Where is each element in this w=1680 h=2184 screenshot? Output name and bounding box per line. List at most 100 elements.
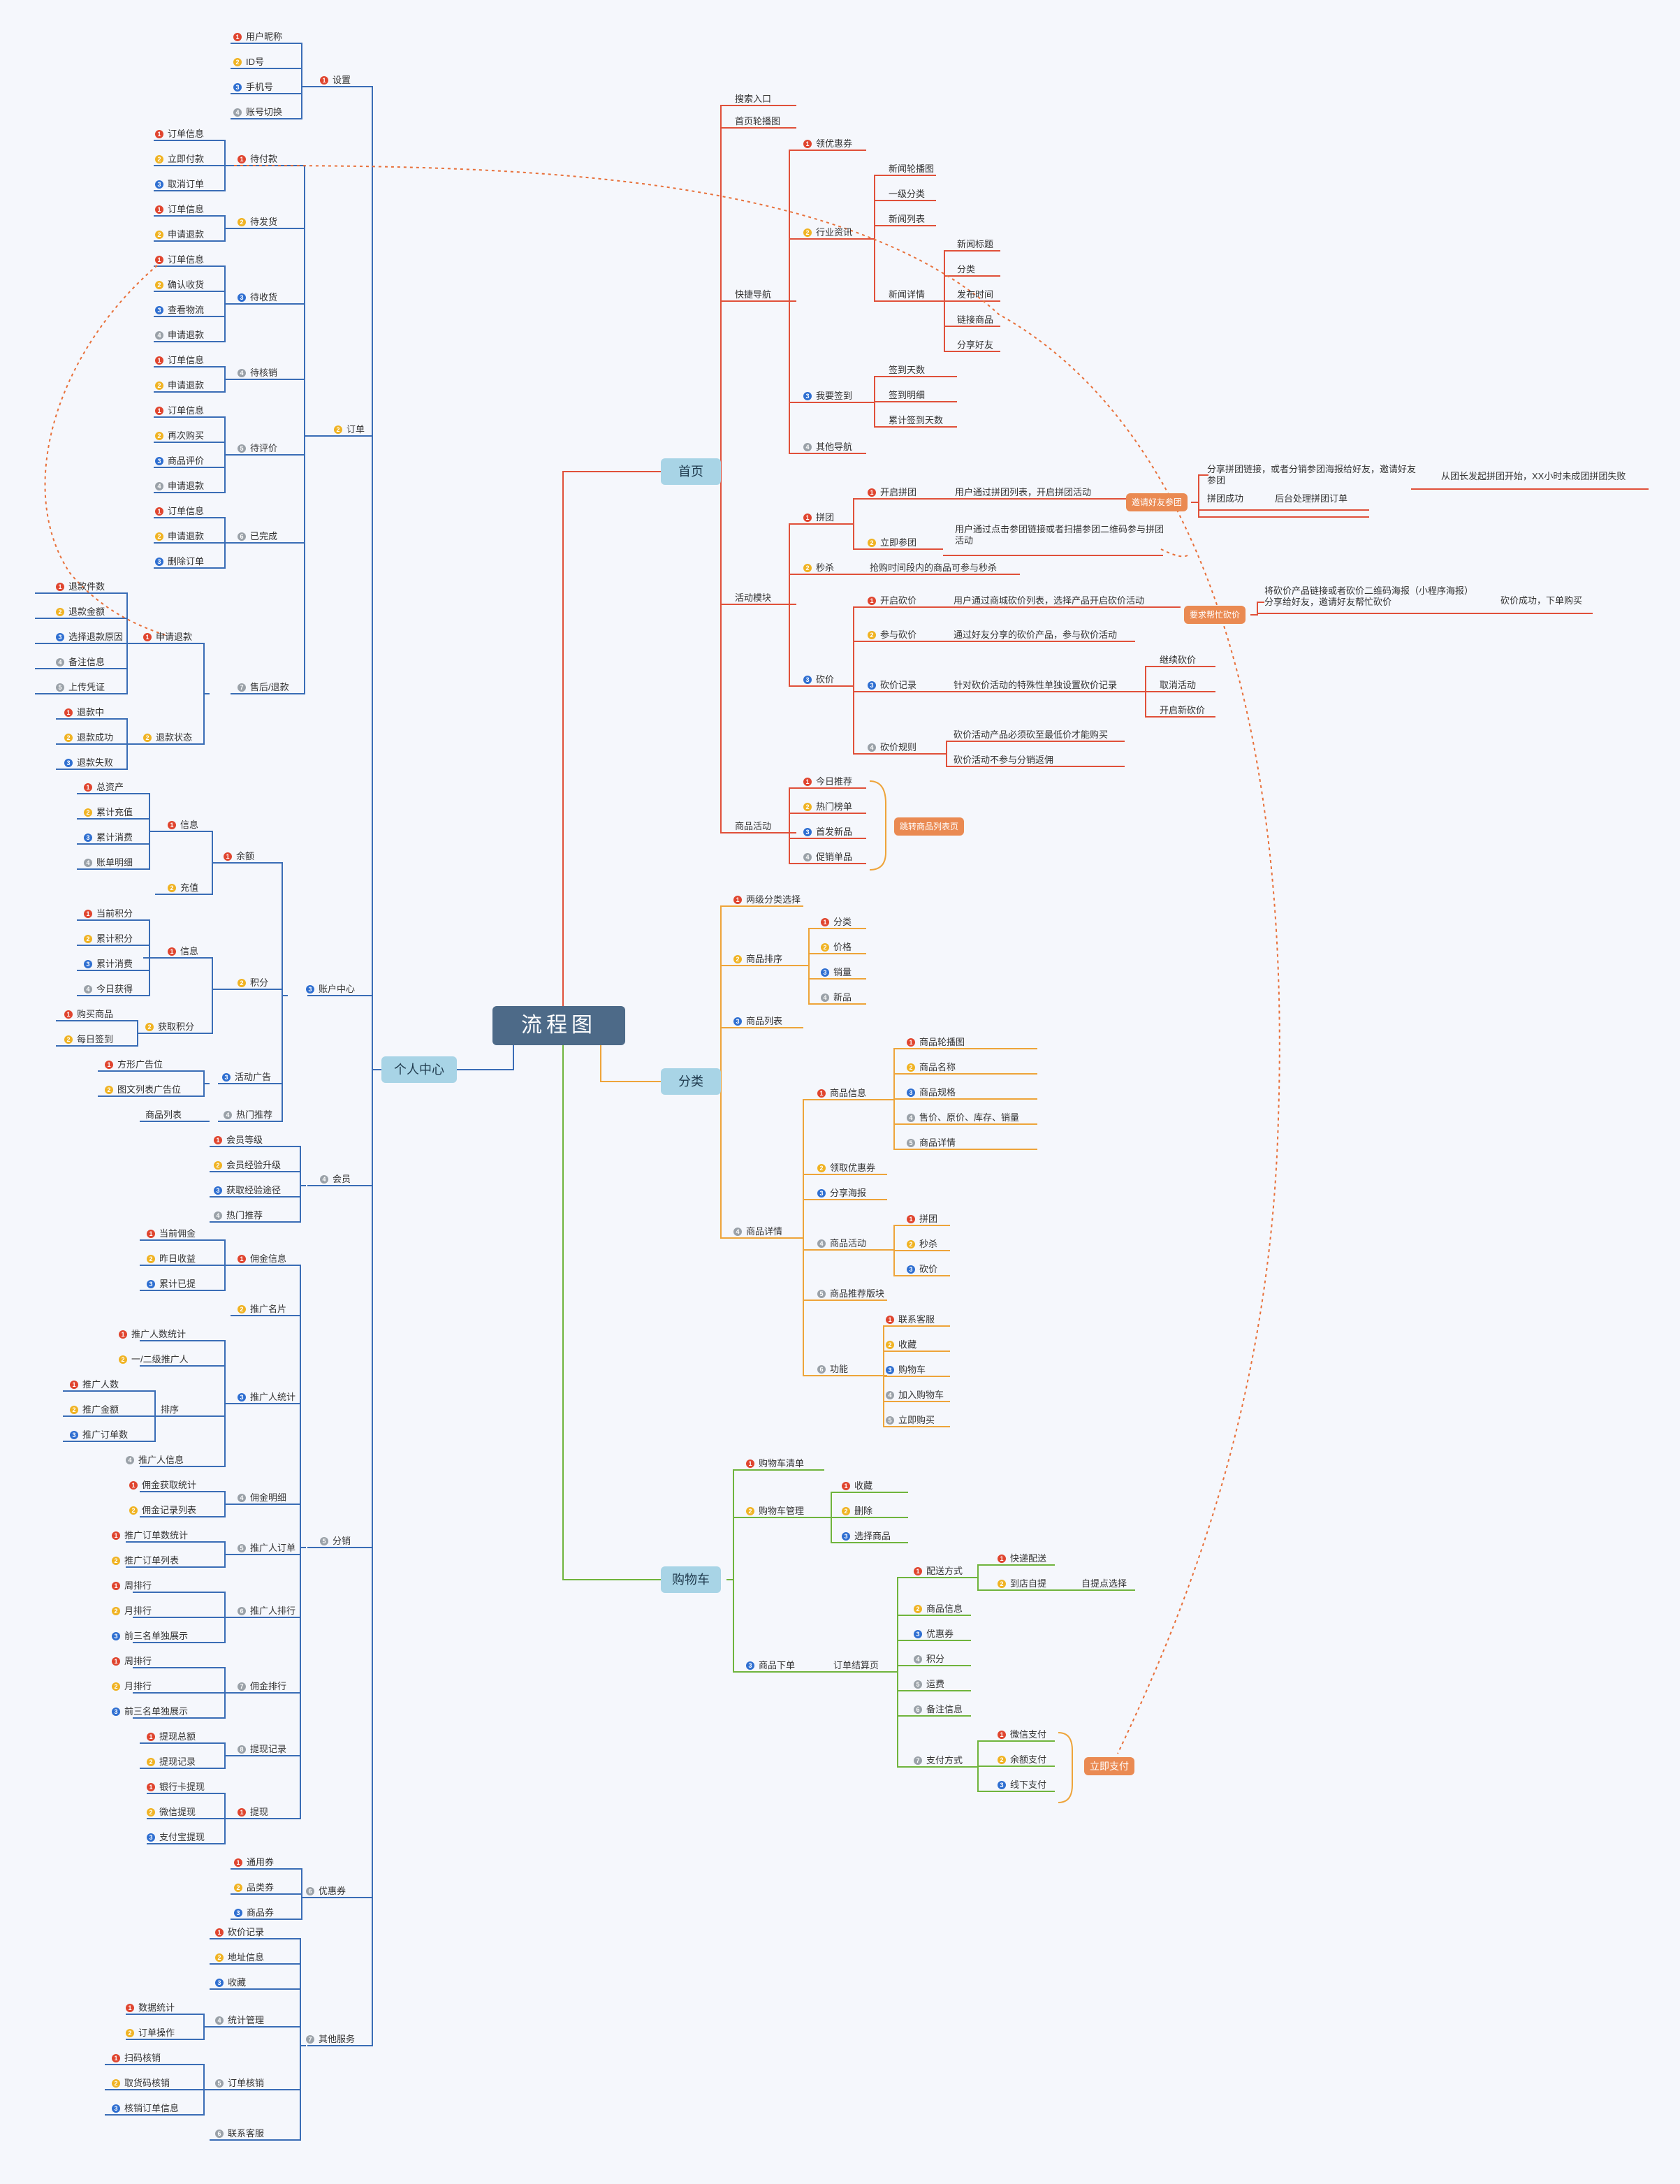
home-publish_time[interactable]: 发布时间 — [957, 289, 993, 300]
bargain-success[interactable]: 砍价成功，下单购买 — [1500, 595, 1582, 606]
checkout-page[interactable]: 订单结算页 — [833, 1660, 879, 1671]
home-seckill-desc[interactable]: 抢购时间段内的商品可参与秒杀 — [870, 562, 997, 574]
home-rule1[interactable]: 砍价活动产品必须砍至最低价才能购买 — [954, 729, 1108, 741]
main-node-category[interactable]: 分类 — [661, 1068, 721, 1095]
group-start-note[interactable]: 从团长发起拼团开始，XX小时未成团拼团失败 — [1441, 471, 1626, 482]
pay-now-tag[interactable]: 立即支付 — [1084, 1757, 1134, 1775]
self-pick-choose[interactable]: 自提点选择 — [1081, 1578, 1127, 1589]
main-node-home[interactable]: 首页 — [661, 458, 721, 485]
help-bargain-tag[interactable]: 要求帮忙砍价 — [1184, 606, 1246, 624]
group-success-desc[interactable]: 后台处理拼团订单 — [1275, 493, 1347, 504]
home-cancel_activity[interactable]: 取消活动 — [1160, 680, 1196, 691]
home-sign_days[interactable]: 签到天数 — [889, 365, 925, 376]
home-news_banner[interactable]: 新闻轮播图 — [889, 163, 934, 175]
home-activity[interactable]: 活动模块 — [735, 592, 771, 604]
home-rule2[interactable]: 砍价活动不参与分销返佣 — [954, 755, 1053, 766]
home-news_list[interactable]: 新闻列表 — [889, 214, 925, 225]
home-banner[interactable]: 首页轮播图 — [735, 116, 780, 127]
jump-list-tag[interactable]: 跳转商品列表页 — [894, 817, 965, 836]
